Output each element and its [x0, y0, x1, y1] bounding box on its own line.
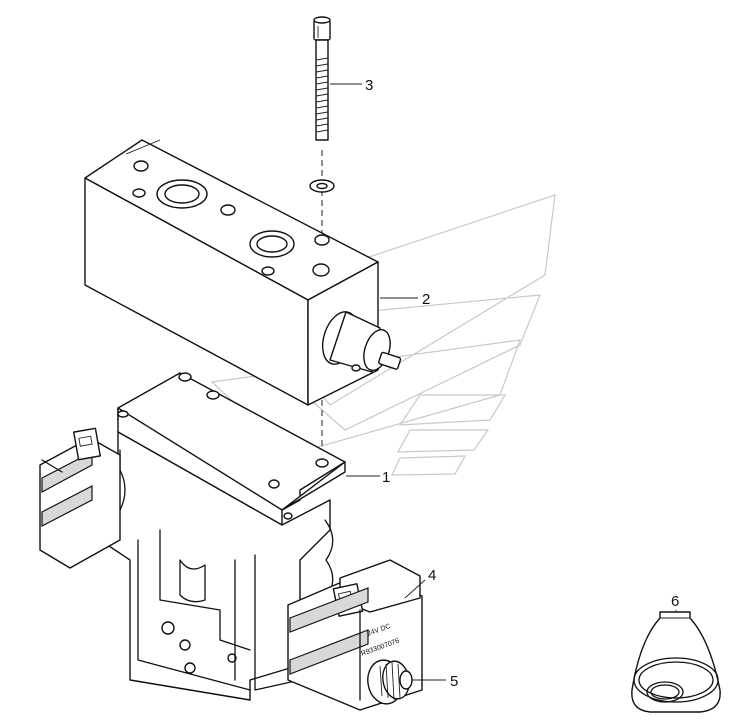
callout-5: 5 [450, 673, 458, 690]
solenoid-left [39, 427, 121, 569]
callout-3: 3 [365, 77, 373, 94]
valve-body [99, 372, 346, 701]
callout-1: 1 [382, 469, 390, 486]
washer [309, 179, 335, 193]
seal-kit-bag [631, 611, 721, 713]
callout-2: 2 [422, 291, 430, 308]
leader-line-4 [404, 579, 426, 599]
intermediate-block [84, 139, 379, 406]
pressure-sensor [321, 311, 402, 373]
callout-4: 4 [428, 567, 436, 584]
callout-6: 6 [671, 593, 679, 610]
cap-screw [313, 16, 331, 141]
